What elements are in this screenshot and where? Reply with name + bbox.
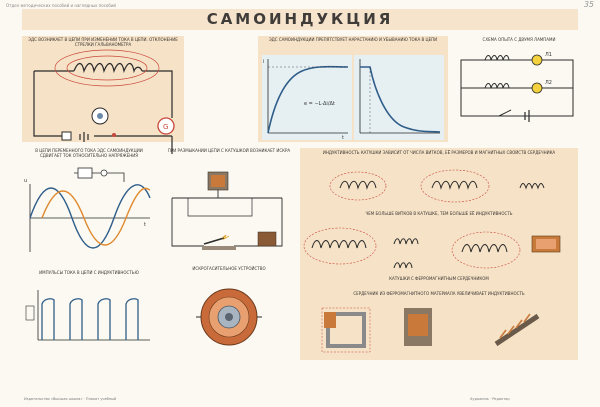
axis-i-label: i (263, 59, 264, 65)
caption-current-charts: ЭДС САМОИНДУКЦИИ ПРЕПЯТСТВУЕТ НАРАСТАНИЮ… (268, 37, 438, 42)
caption-inductance: ИНДУКТИВНОСТЬ КАТУШКИ ЗАВИСИТ ОТ ЧИСЛА В… (322, 150, 556, 155)
lamp1-label: Л1 (545, 52, 552, 58)
formula-emf: e = −L·Δi/Δt (304, 101, 335, 107)
pulses-chart (25, 290, 150, 341)
top-note: Отдел методических пособий и наглядных п… (6, 3, 117, 8)
spark-circuit-diagram (171, 171, 283, 250)
caption-spark-quench: ИСКРОГАСИТЕЛЬНОЕ УСТРОЙСТВО (192, 266, 266, 271)
lamp2-label: Л2 (545, 80, 552, 86)
panel-coil-circuit: ЭДС ВОЗНИКАЕТ В ЦЕПИ ПРИ ИЗМЕНЕНИИ ТОКА … (22, 36, 184, 142)
current-rise-chart: t i e = −L·Δi/Δt (262, 55, 352, 141)
caption-lamp-scheme: СХЕМА ОПЫТА С ДВУМЯ ЛАМПАМИ (482, 37, 556, 42)
caption-pulses: ИМПУЛЬСЫ ТОКА В ЦЕПИ С ИНДУКТИВНОСТЬЮ (39, 270, 139, 275)
ac-axis-u-label: u (24, 178, 27, 184)
inductance-coils-diagram (303, 169, 561, 353)
caption-spark: ПРИ РАЗМЫКАНИИ ЦЕПИ С КАТУШКОЙ ВОЗНИКАЕТ… (167, 148, 291, 153)
caption-core: СЕРДЕЧНИК ИЗ ФЕРРОМАГНИТНОГО МАТЕРИАЛА У… (353, 291, 525, 296)
ac-shift-diagram: t u (24, 167, 151, 252)
page-title: САМОИНДУКЦИЯ (206, 10, 394, 28)
footer-left: Издательство «Высшая школа» · Плакат уче… (24, 397, 117, 401)
galvanometer-label: G (163, 123, 168, 131)
caption-turns: ЧЕМ БОЛЬШЕ ВИТКОВ В КАТУШКЕ, ТЕМ БОЛЬШЕ … (365, 211, 513, 216)
coil-circuit-diagram: G (33, 49, 175, 154)
current-decay-chart (354, 55, 444, 140)
spark-quench-device (196, 288, 262, 346)
ac-axis-t-label: t (144, 222, 146, 228)
caption-coil-circuit: ЭДС ВОЗНИКАЕТ В ЦЕПИ ПРИ ИЗМЕНЕНИИ ТОКА … (28, 37, 178, 47)
title-bar: САМОИНДУКЦИЯ (22, 9, 578, 30)
caption-ferro-coils: КАТУШКИ С ФЕРРОМАГНИТНЫМ СЕРДЕЧНИКОМ (389, 276, 489, 281)
caption-ac-shift: В ЦЕПИ ПЕРЕМЕННОГО ТОКА ЭДС САМОИНДУКЦИИ… (35, 148, 143, 158)
page-number: 35 (583, 0, 594, 9)
lamp-scheme-diagram: Л1 Л2 (460, 52, 574, 122)
axis-t-label: t (342, 135, 344, 141)
footer-right: Художник · Редактор (470, 397, 510, 401)
